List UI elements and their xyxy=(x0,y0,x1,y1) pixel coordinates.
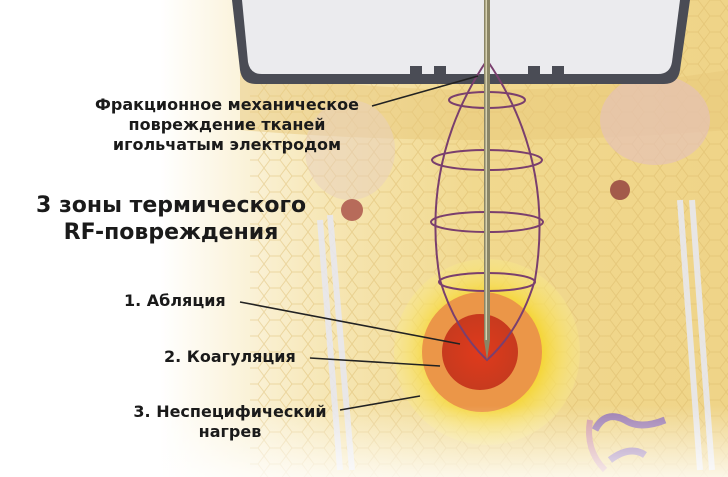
zone-heating-label: 3. Неспецифический нагрев xyxy=(122,402,338,442)
label-line: нагрев xyxy=(198,422,262,441)
label-line: 3. Неспецифический xyxy=(133,402,327,421)
zone-coagulation-label: 2. Коагуляция xyxy=(164,347,296,366)
leader-lines xyxy=(239,75,479,411)
title-line: RF-повреждения xyxy=(63,220,279,245)
label-line: игольчатым электродом xyxy=(112,135,342,154)
zone-ablation-label: 1. Абляция xyxy=(124,291,226,310)
label-line: Фракционное механическое xyxy=(95,95,359,114)
mechanical-damage-label: Фракционное механическое повреждение тка… xyxy=(82,95,372,155)
title-line: 3 зоны термического xyxy=(36,193,307,218)
zones-title: 3 зоны термического RF-повреждения xyxy=(36,192,306,246)
label-line: повреждение тканей xyxy=(128,115,326,134)
